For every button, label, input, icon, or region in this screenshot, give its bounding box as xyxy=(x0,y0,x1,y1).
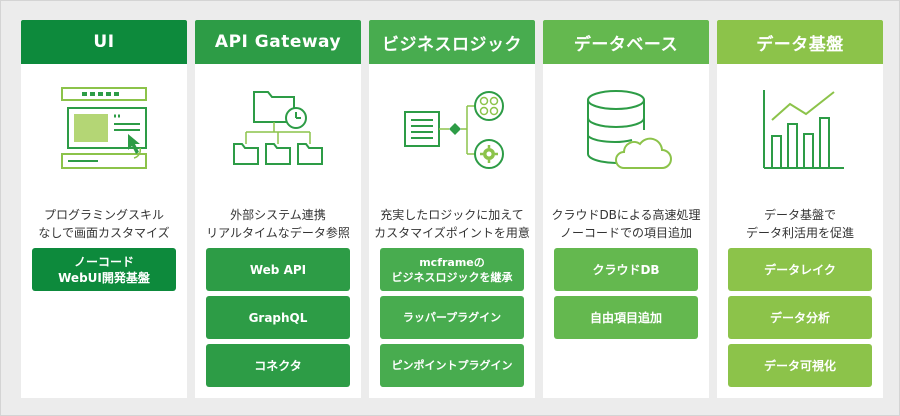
column-description: 外部システム連携 リアルタイムなデータ参照 xyxy=(206,208,350,240)
wrapper-plugin-button[interactable]: ラッパープラグイン xyxy=(380,296,524,339)
column-header: データ基盤 xyxy=(717,20,883,64)
column-description: クラウドDBによる高速処理 ノーコードでの項目追加 xyxy=(551,208,701,240)
graphql-button[interactable]: GraphQL xyxy=(206,296,350,339)
web-api-button[interactable]: Web API xyxy=(206,248,350,291)
web-ui-icon xyxy=(21,84,187,188)
column-description: プログラミングスキル なしで画面カスタマイズ xyxy=(38,208,170,240)
database-cloud-icon xyxy=(543,84,709,188)
data-lake-button[interactable]: データレイク xyxy=(728,248,872,291)
nocode-webui-button[interactable]: ノーコード WebUI開発基盤 xyxy=(32,248,176,291)
column-description: データ基盤で データ利活用を促進 xyxy=(745,208,854,240)
column-database: データベース クラウドDBによる高速処理 ノーコードでの項目追加 クラウドDB … xyxy=(543,20,709,398)
column-ui: UI プログラミングスキル なしで画面カスタマイ xyxy=(21,20,187,398)
column-header: UI xyxy=(21,20,187,64)
column-header: データベース xyxy=(543,20,709,64)
column-header: ビジネスロジック xyxy=(369,20,535,64)
connector-button[interactable]: コネクタ xyxy=(206,344,350,387)
data-analysis-button[interactable]: データ分析 xyxy=(728,296,872,339)
inherit-business-logic-button[interactable]: mcframeの ビジネスロジックを継承 xyxy=(380,248,524,291)
pinpoint-plugin-button[interactable]: ピンポイントプラグイン xyxy=(380,344,524,387)
custom-field-button[interactable]: 自由項目追加 xyxy=(554,296,698,339)
bar-chart-icon xyxy=(717,84,883,188)
column-api-gateway: API Gateway 外部システム連携 リアルタイムなデータ参照 W xyxy=(195,20,361,398)
folder-hierarchy-icon xyxy=(195,84,361,188)
column-business-logic: ビジネスロジック xyxy=(369,20,535,398)
cloud-db-button[interactable]: クラウドDB xyxy=(554,248,698,291)
data-visualization-button[interactable]: データ可視化 xyxy=(728,344,872,387)
column-description: 充実したロジックに加えて カスタマイズポイントを用意 xyxy=(374,208,530,240)
column-header: API Gateway xyxy=(195,20,361,64)
business-logic-icon xyxy=(369,84,535,188)
column-data-platform: データ基盤 データ基盤で データ利活用を促進 データレイク データ分析 データ可… xyxy=(717,20,883,398)
